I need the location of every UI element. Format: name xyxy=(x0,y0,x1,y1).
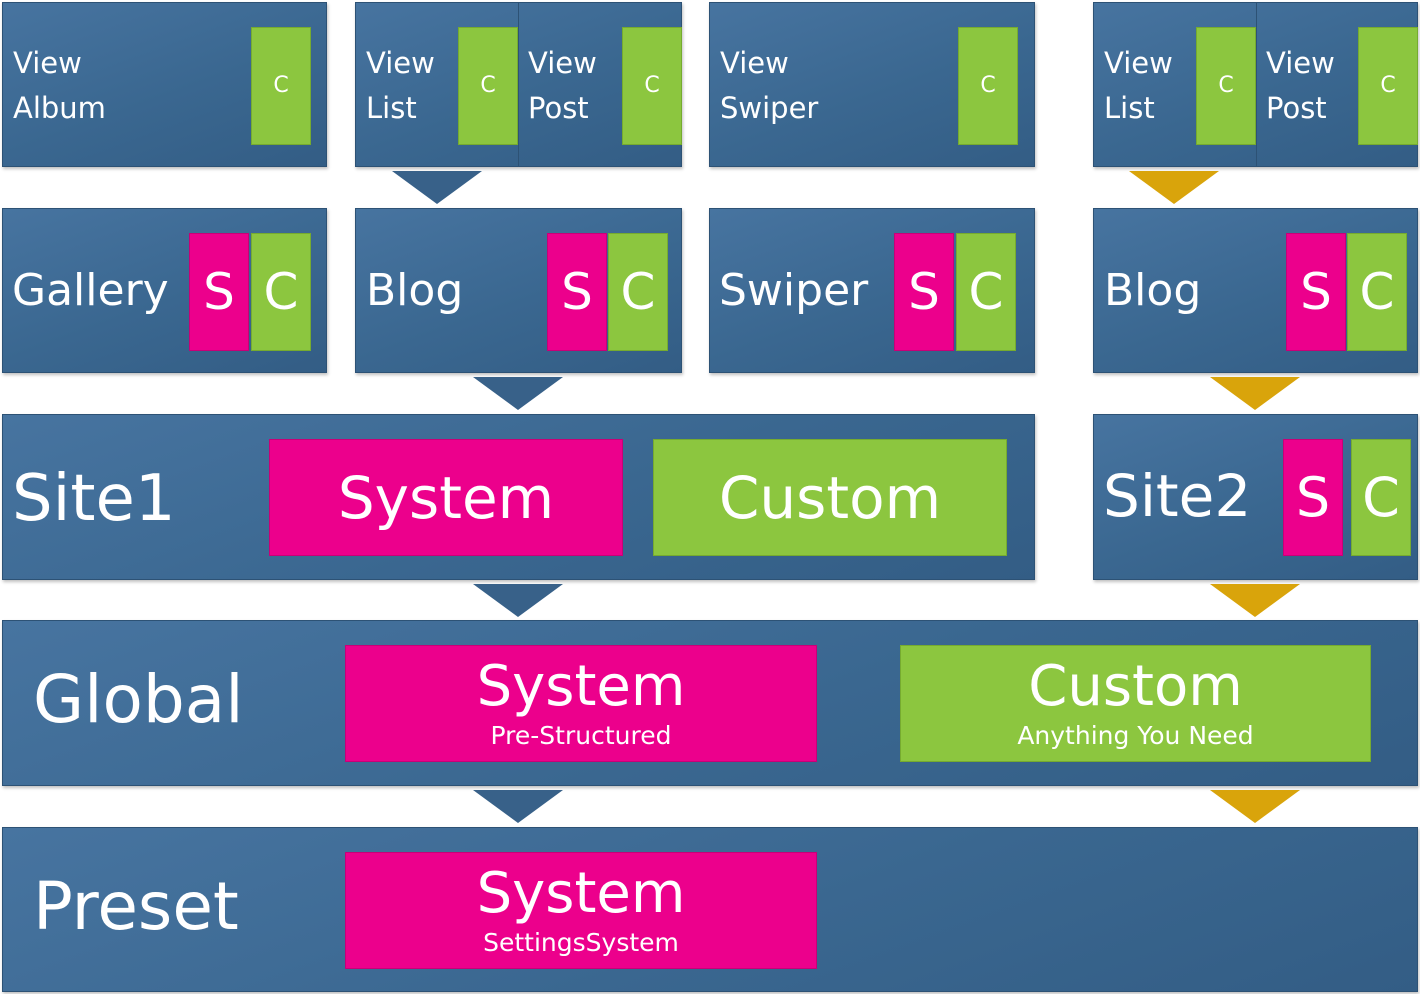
view-divider xyxy=(1256,3,1257,166)
view-album-label: View Album xyxy=(13,46,106,125)
preset-system-tag: System SettingsSystem xyxy=(345,852,817,969)
global-system-title: System xyxy=(476,654,686,719)
arrow-blog1-to-site1 xyxy=(473,377,563,410)
view-swiper-label: View Swiper xyxy=(720,46,819,125)
app-blog2-custom-tag: C xyxy=(1347,233,1407,351)
app-swiper-custom-tag: C xyxy=(956,233,1016,351)
view-list2-custom-tag: C xyxy=(1196,27,1256,145)
app-blog1-label: Blog xyxy=(366,265,464,316)
site1-box: Site1 System Custom xyxy=(2,414,1035,580)
global-system-tag: System Pre-Structured xyxy=(345,645,817,762)
view-list2-label: View List xyxy=(1104,46,1173,125)
view-list-label: View List xyxy=(366,46,435,125)
site2-system-tag: S xyxy=(1283,439,1343,556)
global-system-subtitle: Pre-Structured xyxy=(490,721,672,750)
app-blog2-system-tag: S xyxy=(1286,233,1346,351)
preset-box: Preset System SettingsSystem xyxy=(2,827,1418,992)
site2-custom-tag: C xyxy=(1351,439,1411,556)
app-blog2-box: Blog S C xyxy=(1093,208,1418,373)
view-list-custom-tag: C xyxy=(458,27,518,145)
global-custom-subtitle: Anything You Need xyxy=(1017,721,1254,750)
view-swiper-custom-tag: C xyxy=(958,27,1018,145)
app-swiper-box: Swiper S C xyxy=(709,208,1035,373)
app-blog2-label: Blog xyxy=(1104,265,1202,316)
app-gallery-custom-tag: C xyxy=(251,233,311,351)
site1-system-tag: System xyxy=(269,439,623,556)
view-swiper-box: View Swiper C xyxy=(709,2,1035,167)
app-blog1-system-tag: S xyxy=(547,233,607,351)
view-post2-label: View Post xyxy=(1266,46,1335,125)
app-blog1-custom-tag: C xyxy=(608,233,668,351)
view-divider xyxy=(518,3,519,166)
view-album-box: View Album C xyxy=(2,2,327,167)
app-blog1-box: Blog S C xyxy=(355,208,682,373)
blog2-views-box: View List C View Post C xyxy=(1093,2,1418,167)
preset-system-subtitle: SettingsSystem xyxy=(483,928,679,957)
arrow-global-to-preset xyxy=(473,790,563,823)
global-label: Global xyxy=(33,661,244,738)
arrow-custom-to-preset xyxy=(1210,790,1300,823)
app-gallery-label: Gallery xyxy=(12,265,169,316)
view-post-custom-tag: C xyxy=(622,27,682,145)
site2-box: Site2 S C xyxy=(1093,414,1418,580)
arrow-blog2-to-site2 xyxy=(1210,377,1300,410)
site1-label: Site1 xyxy=(12,462,176,536)
arrow-site1-to-global xyxy=(473,584,563,617)
app-swiper-system-tag: S xyxy=(894,233,954,351)
app-swiper-label: Swiper xyxy=(719,265,869,316)
global-box: Global System Pre-Structured Custom Anyt… xyxy=(2,620,1418,786)
blog1-views-box: View List C View Post C xyxy=(355,2,682,167)
arrow-site2-to-global xyxy=(1210,584,1300,617)
app-gallery-box: Gallery S C xyxy=(2,208,327,373)
arrow-views-to-blog1 xyxy=(392,171,482,204)
preset-label: Preset xyxy=(33,868,239,945)
site1-custom-tag: Custom xyxy=(653,439,1007,556)
global-custom-tag: Custom Anything You Need xyxy=(900,645,1371,762)
site2-label: Site2 xyxy=(1103,462,1252,530)
view-album-custom-tag: C xyxy=(251,27,311,145)
view-post2-custom-tag: C xyxy=(1358,27,1418,145)
app-gallery-system-tag: S xyxy=(189,233,249,351)
preset-system-title: System xyxy=(476,861,686,926)
global-custom-title: Custom xyxy=(1028,654,1243,719)
view-post-label: View Post xyxy=(528,46,597,125)
arrow-views-to-blog2 xyxy=(1129,171,1219,204)
